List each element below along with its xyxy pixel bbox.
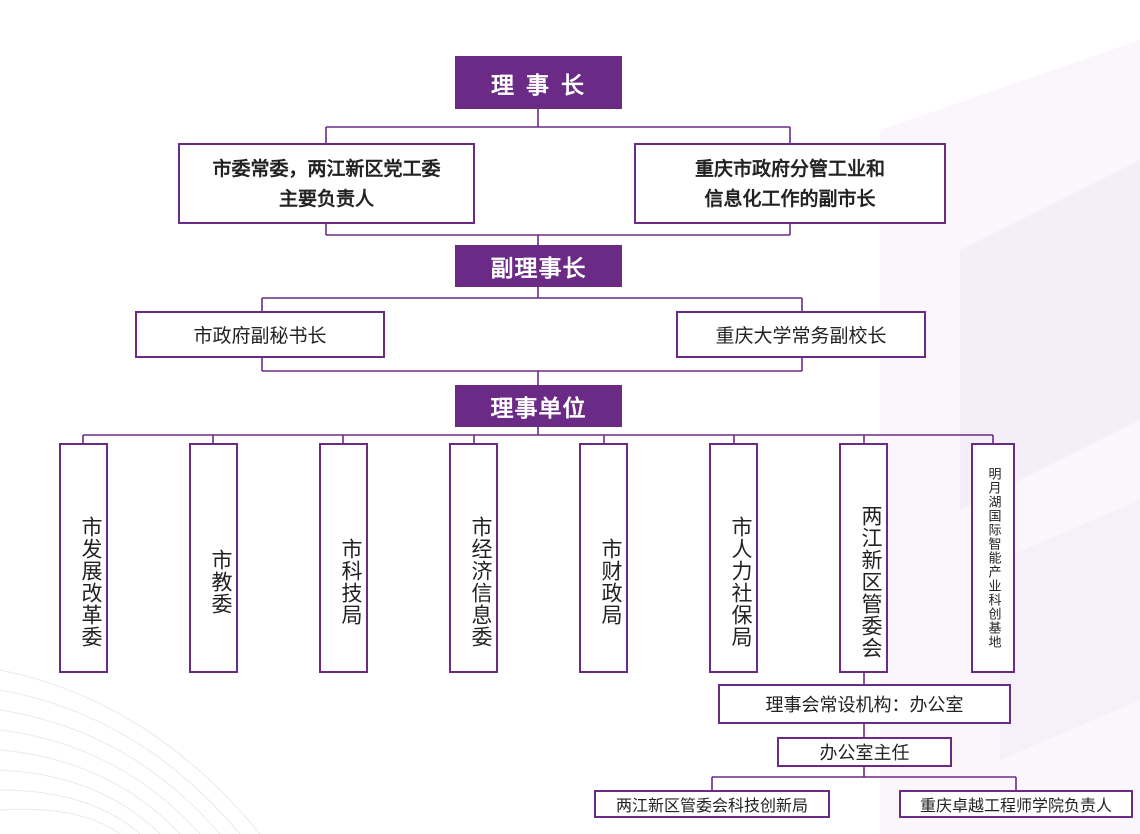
chairman-member-left: 市委常委，两江新区党工委 主要负责人 (178, 143, 475, 224)
chairman-box: 理 事 长 (455, 56, 622, 109)
director-source-right: 重庆卓越工程师学院负责人 (899, 790, 1133, 818)
vice-chairman-box: 副理事长 (455, 245, 622, 287)
chairman-member-left-line2: 主要负责人 (278, 187, 374, 210)
member-units-box: 理事单位 (455, 385, 622, 427)
chairman-member-right: 重庆市政府分管工业和 信息化工作的副市长 (634, 143, 946, 224)
member-unit-education: 市教委 (189, 443, 238, 673)
director-source-left: 两江新区管委会科技创新局 (594, 790, 830, 818)
member-unit-liangjiang-committee: 两江新区管委会 (839, 443, 888, 673)
member-unit-development-reform: 市发展改革委 (59, 443, 108, 673)
member-unit-science-tech: 市科技局 (319, 443, 368, 673)
member-unit-mingyue-lake-base: 明月湖国际智能产业科创基地 (971, 443, 1015, 673)
member-unit-economy-info: 市经济信息委 (449, 443, 498, 673)
chairman-member-left-line1: 市委常委，两江新区党工委 (212, 157, 441, 180)
vice-member-right: 重庆大学常务副校长 (676, 311, 926, 358)
member-unit-human-resources: 市人力社保局 (709, 443, 758, 673)
vice-member-left: 市政府副秘书长 (135, 311, 385, 358)
standing-office-box: 理事会常设机构：办公室 (718, 684, 1011, 724)
chairman-member-right-line2: 信息化工作的副市长 (704, 187, 876, 210)
member-unit-finance: 市财政局 (579, 443, 628, 673)
chairman-member-right-line1: 重庆市政府分管工业和 (694, 157, 885, 180)
office-director-box: 办公室主任 (777, 737, 952, 767)
